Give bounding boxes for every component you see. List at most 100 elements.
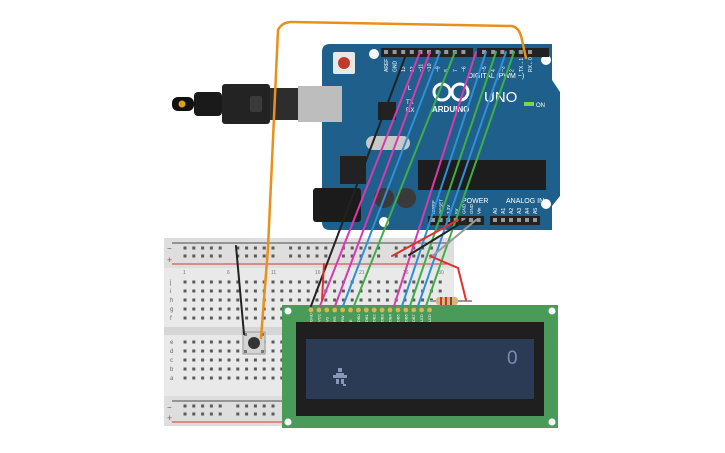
breadboard-hole[interactable] [218, 289, 222, 293]
power-pin[interactable] [438, 218, 443, 222]
wire-black-button[interactable] [235, 245, 245, 335]
breadboard-hole[interactable] [201, 376, 205, 380]
breadboard-hole[interactable] [201, 307, 205, 311]
breadboard-hole[interactable] [218, 340, 222, 344]
header-pin[interactable] [500, 50, 505, 54]
breadboard-hole[interactable] [253, 367, 257, 371]
breadboard-hole[interactable] [359, 298, 363, 302]
rail-hole[interactable] [218, 246, 222, 250]
rail-hole[interactable] [394, 254, 398, 258]
rail-hole[interactable] [192, 254, 196, 258]
breadboard-hole[interactable] [218, 358, 222, 362]
breadboard-hole[interactable] [209, 280, 213, 284]
header-pin[interactable] [491, 50, 496, 54]
header-pin[interactable] [509, 50, 514, 54]
lcd-pin[interactable] [387, 307, 393, 313]
breadboard-hole[interactable] [271, 376, 275, 380]
breadboard-hole[interactable] [236, 316, 240, 320]
breadboard-hole[interactable] [209, 289, 213, 293]
rail-hole[interactable] [271, 246, 275, 250]
lcd-pin[interactable] [340, 307, 345, 313]
rail-hole[interactable] [377, 254, 381, 258]
breadboard-hole[interactable] [368, 289, 372, 293]
rail-hole[interactable] [315, 254, 319, 258]
breadboard-hole[interactable] [412, 289, 416, 293]
breadboard-hole[interactable] [271, 349, 275, 353]
breadboard-hole[interactable] [183, 316, 187, 320]
breadboard-hole[interactable] [341, 298, 345, 302]
wire-blue[interactable] [342, 51, 441, 307]
lcd-pin[interactable] [363, 307, 369, 313]
breadboard-hole[interactable] [218, 280, 222, 284]
breadboard-hole[interactable] [271, 316, 275, 320]
breadboard-hole[interactable] [192, 358, 196, 362]
breadboard-hole[interactable] [236, 376, 240, 380]
breadboard-hole[interactable] [201, 358, 205, 362]
rail-hole[interactable] [253, 246, 257, 250]
breadboard-hole[interactable] [253, 298, 257, 302]
breadboard-hole[interactable] [289, 289, 293, 293]
rail-hole[interactable] [359, 254, 363, 258]
breadboard-hole[interactable] [271, 358, 275, 362]
rail-hole[interactable] [412, 246, 416, 250]
breadboard-hole[interactable] [227, 280, 231, 284]
breadboard-hole[interactable] [315, 298, 319, 302]
breadboard-hole[interactable] [236, 349, 240, 353]
breadboard-hole[interactable] [192, 349, 196, 353]
breadboard-hole[interactable] [227, 340, 231, 344]
rail-hole[interactable] [412, 254, 416, 258]
breadboard-hole[interactable] [421, 280, 425, 284]
rail-hole[interactable] [236, 246, 240, 250]
breadboard-hole[interactable] [306, 289, 310, 293]
breadboard-hole[interactable] [333, 289, 337, 293]
breadboard-hole[interactable] [297, 280, 301, 284]
rail-hole[interactable] [218, 254, 222, 258]
lcd-pin[interactable] [348, 307, 353, 313]
breadboard-hole[interactable] [201, 289, 205, 293]
breadboard-hole[interactable] [183, 349, 187, 353]
breadboard-hole[interactable] [218, 376, 222, 380]
breadboard-hole[interactable] [394, 289, 398, 293]
rail-hole[interactable] [253, 412, 257, 416]
breadboard-hole[interactable] [201, 298, 205, 302]
breadboard-hole[interactable] [201, 367, 205, 371]
wire-orange[interactable] [259, 20, 528, 340]
rail-hole[interactable] [209, 254, 213, 258]
breadboard-hole[interactable] [412, 280, 416, 284]
lcd-pin[interactable] [332, 307, 338, 313]
breadboard-hole[interactable] [218, 298, 222, 302]
analog-pin[interactable] [525, 218, 529, 222]
rail-hole[interactable] [201, 404, 205, 408]
rail-hole[interactable] [394, 246, 398, 250]
breadboard-hole[interactable] [227, 289, 231, 293]
breadboard-hole[interactable] [183, 358, 187, 362]
rail-hole[interactable] [209, 404, 213, 408]
breadboard-hole[interactable] [271, 289, 275, 293]
breadboard-hole[interactable] [192, 367, 196, 371]
rail-hole[interactable] [209, 412, 213, 416]
breadboard-hole[interactable] [350, 298, 354, 302]
breadboard-hole[interactable] [253, 307, 257, 311]
wire-red[interactable] [321, 263, 325, 301]
breadboard-hole[interactable] [227, 376, 231, 380]
rail-hole[interactable] [297, 254, 301, 258]
rail-hole[interactable] [368, 246, 372, 250]
breadboard-hole[interactable] [306, 280, 310, 284]
rail-hole[interactable] [218, 404, 222, 408]
breadboard-hole[interactable] [262, 367, 266, 371]
breadboard-hole[interactable] [236, 367, 240, 371]
pushbutton-icon[interactable] [242, 331, 266, 355]
breadboard-hole[interactable] [271, 307, 275, 311]
rail-hole[interactable] [236, 412, 240, 416]
rail-hole[interactable] [297, 246, 301, 250]
breadboard-hole[interactable] [253, 280, 257, 284]
power-pin[interactable] [476, 218, 481, 222]
rail-hole[interactable] [359, 246, 363, 250]
breadboard-hole[interactable] [192, 289, 196, 293]
rail-hole[interactable] [289, 254, 293, 258]
header-pin[interactable] [435, 50, 440, 54]
breadboard-hole[interactable] [201, 280, 205, 284]
lcd-pin[interactable] [379, 307, 385, 313]
